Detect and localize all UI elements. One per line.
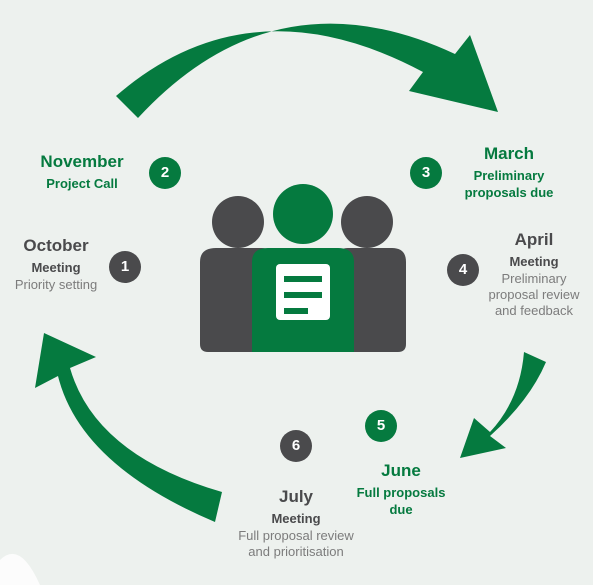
step-5-number: 5: [365, 410, 397, 442]
team-group-icon: [200, 184, 406, 352]
step-3-kind: Preliminary proposals due: [464, 168, 554, 200]
left-arc-arrow: [35, 333, 222, 522]
step-4-kind: Meeting: [509, 254, 559, 270]
top-arc-arrow: [116, 23, 498, 118]
step-2-kind: Project Call: [46, 176, 118, 192]
step-2-number: 2: [149, 157, 181, 189]
step-4-number: 4: [447, 254, 479, 286]
step-6-number: 6: [280, 430, 312, 462]
right-arc-arrow: [460, 352, 546, 458]
step-5-june: June Full proposals due: [352, 460, 450, 518]
step-1-kind: Meeting: [31, 260, 81, 276]
step-6-kind: Meeting: [271, 511, 321, 527]
step-1-number: 1: [109, 251, 141, 283]
step-5-kind: Full proposals due: [356, 485, 446, 517]
step-2-november: November Project Call: [30, 151, 134, 193]
step-1-october: October Meeting Priority setting: [0, 235, 112, 293]
background-swoosh: [0, 553, 40, 585]
step-1-month: October: [23, 236, 89, 255]
step-4-description: Preliminary proposal review and feedback: [488, 270, 580, 319]
step-6-july: July Meeting Full proposal review and pr…: [228, 486, 364, 560]
step-6-month: July: [278, 487, 314, 506]
step-3-march: March Preliminary proposals due: [450, 143, 568, 201]
step-4-month: April: [514, 230, 554, 249]
step-1-description: Priority setting: [14, 276, 98, 292]
step-6-description: Full proposal review and prioritisation: [238, 527, 354, 559]
step-4-april: April Meeting Preliminary proposal revie…: [478, 229, 590, 319]
step-3-number: 3: [410, 157, 442, 189]
step-5-month: June: [381, 461, 421, 480]
step-2-month: November: [40, 152, 124, 171]
step-3-month: March: [483, 144, 535, 163]
